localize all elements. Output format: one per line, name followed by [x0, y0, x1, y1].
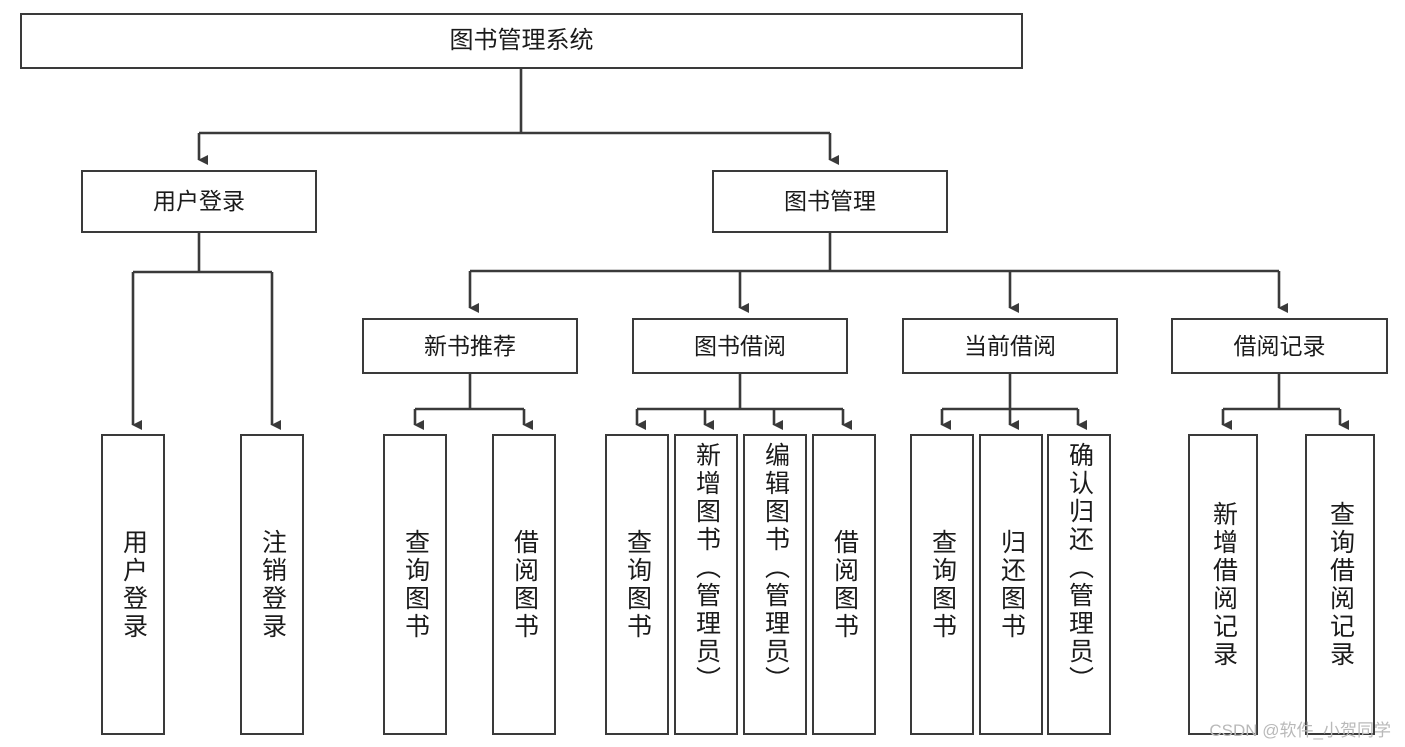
node-label: 用户登录 — [153, 188, 245, 215]
node-label: 注销登录 — [258, 528, 287, 641]
node-label: 归还图书 — [997, 528, 1026, 641]
node-label: 查询图书 — [401, 528, 430, 641]
leaf-borrow-edit-book-admin[interactable]: 编辑图书（管理员） — [743, 434, 807, 735]
leaf-borrow-query-book[interactable]: 查询图书 — [605, 434, 669, 735]
leaf-current-query-book[interactable]: 查询图书 — [910, 434, 974, 735]
node-label: 借阅图书 — [830, 528, 859, 641]
node-label: 图书管理系统 — [449, 27, 594, 55]
node-label: 查询图书 — [623, 528, 652, 641]
leaf-current-return-book[interactable]: 归还图书 — [979, 434, 1043, 735]
leaf-record-add-record[interactable]: 新增借阅记录 — [1188, 434, 1258, 735]
leaf-borrow-add-book-admin[interactable]: 新增图书（管理员） — [674, 434, 738, 735]
node-borrow-record[interactable]: 借阅记录 — [1171, 318, 1388, 374]
leaf-current-confirm-return-admin[interactable]: 确认归还（管理员） — [1047, 434, 1111, 735]
node-label: 借阅图书 — [510, 528, 539, 641]
node-label: 新增图书（管理员） — [692, 442, 721, 694]
node-label: 查询图书 — [928, 528, 957, 641]
node-label: 当前借阅 — [964, 332, 1056, 359]
node-book-borrow[interactable]: 图书借阅 — [632, 318, 848, 374]
node-label: 图书管理 — [784, 188, 876, 215]
node-label: 新书推荐 — [424, 332, 516, 359]
leaf-user-login-logout[interactable]: 注销登录 — [240, 434, 304, 735]
node-user-login[interactable]: 用户登录 — [81, 170, 317, 233]
node-book-management[interactable]: 图书管理 — [712, 170, 948, 233]
node-label: 用户登录 — [119, 528, 148, 641]
node-root-system[interactable]: 图书管理系统 — [20, 13, 1023, 69]
node-label: 编辑图书（管理员） — [761, 442, 790, 694]
leaf-user-login-login[interactable]: 用户登录 — [101, 434, 165, 735]
leaf-borrow-borrow-book[interactable]: 借阅图书 — [812, 434, 876, 735]
node-current-borrow[interactable]: 当前借阅 — [902, 318, 1118, 374]
node-label: 借阅记录 — [1233, 332, 1326, 359]
node-label: 确认归还（管理员） — [1065, 442, 1094, 694]
leaf-recommend-borrow-book[interactable]: 借阅图书 — [492, 434, 556, 735]
node-new-book-recommend[interactable]: 新书推荐 — [362, 318, 578, 374]
leaf-record-query-record[interactable]: 查询借阅记录 — [1305, 434, 1375, 735]
leaf-recommend-query-book[interactable]: 查询图书 — [383, 434, 447, 735]
node-label: 新增借阅记录 — [1209, 500, 1238, 669]
csdn-watermark: CSDN @软件_小贺同学 — [1209, 721, 1391, 740]
node-label: 图书借阅 — [694, 332, 786, 359]
node-label: 查询借阅记录 — [1326, 500, 1355, 669]
